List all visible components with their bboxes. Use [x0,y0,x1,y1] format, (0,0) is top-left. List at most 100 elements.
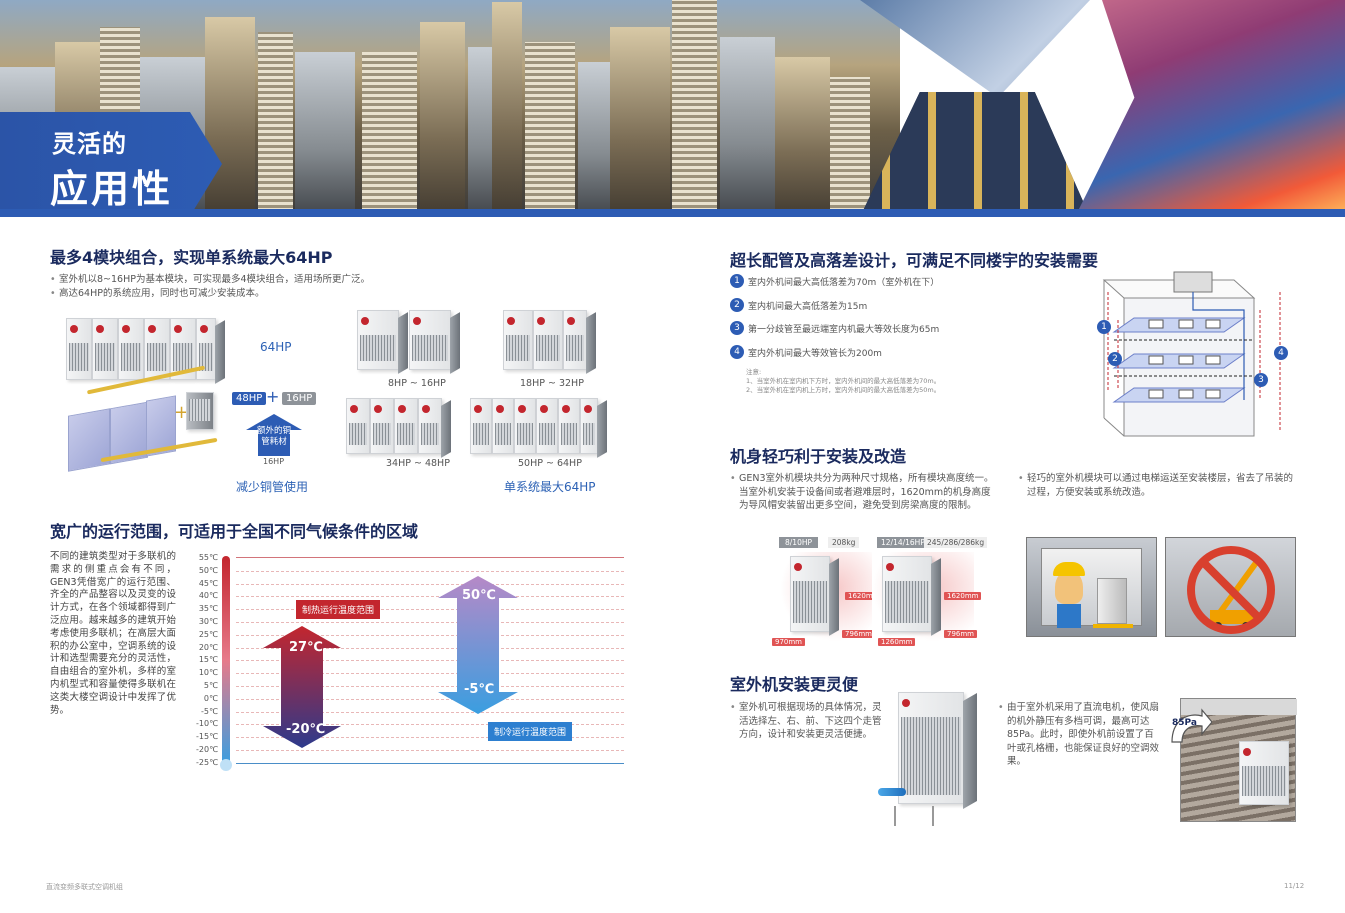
modules-bullets: 室外机以8~16HP为基本模块，可实现最多4模块组合，适用场所更广泛。 高达64… [50,273,670,300]
diagram-marker-4: 4 [1274,346,1288,360]
temperature-gridline [236,660,624,662]
pressure-label: 85Pa [1172,718,1197,728]
list-item: GEN3室外机模块共分为两种尺寸规格，所有模块高度统一。当室外机安装于设备间或者… [730,472,998,513]
outdoor-unit-image [898,692,977,810]
diagram-marker-2: 2 [1108,352,1122,366]
section-title-piping: 超长配管及高落差设计，可满足不同楼宇的安装需要 [730,251,1099,270]
unit2-depth: 796mm [944,630,977,638]
light-trails-image [1075,0,1345,217]
temperature-tick-label: 25℃ [198,629,218,639]
spec-number-badge: 3 [730,321,744,335]
temperature-tick-label: -15℃ [196,732,219,742]
spec1-weight: 208kg [828,537,860,548]
pressure-arrow-icon [1171,708,1212,743]
heating-range-label: 制热运行温度范围 [296,600,381,619]
unit1-height: 1620mm [845,592,883,600]
temperature-tick-label: 35℃ [198,604,218,614]
temperature-gridline [236,673,624,675]
temperature-gridline [236,596,624,598]
temperature-gridline [236,634,624,636]
compact-bullet-left: GEN3室外机模块共分为两种尺寸规格，所有模块高度统一。当室外机安装于设备间或者… [730,472,998,513]
thermometer-bar [222,556,230,764]
list-item: 由于室外机采用了直流电机，使风扇的机外静压有多档可调，最高可达85Pa。此时，即… [998,701,1160,769]
banner-divider [0,209,1345,217]
heating-range-arrow [263,626,341,748]
plus-sign: + [174,402,190,423]
page-title: 灵活的 应用性 [0,112,222,216]
section-title-range: 宽广的运行范围，可适用于全国不同气候条件的区域 [50,522,419,541]
temperature-tick-label: 40℃ [198,591,218,601]
temperature-gridline [236,686,624,687]
temperature-tick-label: -20℃ [196,745,219,754]
note-line: 注意: [746,368,762,376]
install-bullet-right: 由于室外机采用了直流电机，使风扇的机外静压有多档可调，最高可达85Pa。此时，即… [998,701,1160,769]
list-item: 室外机可根据现场的具体情况，灵活选择左、右、前、下这四个走管方向，设计和安装更灵… [730,701,890,742]
top-rule [236,557,624,558]
temperature-gridline [236,711,624,713]
unit-label-18-32: 18HP ~ 32HP [520,378,584,389]
spec-text: 室内外机间最大等效管长为200m [748,348,882,359]
unit1-width: 970mm [772,638,805,646]
temperature-tick-label: -25℃ [196,757,219,767]
cooling-bottom-value: -5℃ [464,682,495,697]
pipe-direction-arrow-icon [878,788,906,796]
install-bullet-left: 室外机可根据现场的具体情况，灵活选择左、右、前、下这四个走管方向，设计和安装更灵… [730,701,890,742]
spec-number-badge: 4 [730,344,744,359]
spec-text: 第一分歧管至最远端室内机最大等效长度为65m [748,325,940,335]
temperature-tick-label: -10℃ [196,719,219,729]
temperature-tick-label: 55℃ [198,553,218,562]
section-title-compact: 机身轻巧利于安装及改造 [730,447,907,466]
section-title-install: 室外机安装更灵便 [730,675,859,694]
diagram-marker-3: 3 [1254,373,1268,387]
unit1-depth: 796mm [842,630,875,638]
spec2-weight: 245/286/286kg [924,537,988,548]
caption-max-64hp: 单系统最大64HP [504,480,596,494]
piping-notes: 注意: 1、当室外机在室内机下方时，室内外机间的最大高低落差为70m。 2、当室… [746,368,940,395]
bottom-rule [236,763,624,764]
cooling-range-label: 制冷运行温度范围 [488,722,573,741]
temperature-tick-label: 15℃ [198,655,218,665]
thermometer-bulb [220,759,232,771]
label-64hp: 64HP [260,340,292,354]
temperature-gridline [236,724,624,726]
temperature-tick-label: -5℃ [201,706,218,716]
page-title-line1: 灵活的 [52,130,127,158]
no-crane-image [1165,537,1296,637]
cooling-top-value: 50℃ [462,588,496,603]
footer-page-number: 11/12 [1284,882,1305,890]
building-piping-diagram [1102,271,1281,437]
cooling-range-arrow [438,576,518,714]
temperature-gridline [236,750,624,751]
unit-label-8-16: 8HP ~ 16HP [388,378,446,389]
unit-label-34-48: 34HP ~ 48HP [386,458,450,469]
temperature-tick-label: 20℃ [198,642,218,652]
tag-16hp: 16HP [282,392,317,405]
compact-bullet-right: 轻巧的室外机模块可以通过电梯运送至安装楼层，省去了吊装的过程，方便安装或系统改造… [1018,472,1296,499]
label-16hp-small: 16HP [263,457,285,466]
caption-reduce-copper: 减少铜管使用 [236,480,309,494]
temperature-gridline [236,698,624,700]
temperature-gridline [236,583,624,585]
spec1-model: 8/10HP [779,537,819,548]
copper-arrow-text: 额外的铜管耗材 [256,426,291,447]
temperature-gridline [236,622,624,623]
page-title-line2: 应用性 [50,167,174,211]
footer-left: 直流变频多联式空调机组 [46,883,123,891]
spec2-model: 12/14/16HP [877,537,929,548]
temperature-gridline [236,737,624,739]
temperature-tick-label: 50℃ [198,565,218,575]
temperature-tick-label: 0℃ [203,693,218,703]
unit2-width: 1260mm [878,638,916,646]
section-title-modules: 最多4模块组合，实现单系统最大64HP [50,248,333,267]
note-line: 2、当室外机在室内机上方时，室内外机间的最大高低落差为50m。 [746,386,941,394]
unit-12-16hp [882,556,941,636]
spec-number-badge: 1 [730,274,744,288]
elevator-image [1026,537,1157,637]
heating-bottom-value: -20℃ [286,722,326,737]
note-line: 1、当室外机在室内机下方时，室内外机间的最大高低落差为70m。 [746,377,941,385]
tag-48hp: 48HP [232,392,267,405]
temperature-tick-label: 10℃ [198,668,218,678]
pipe-stand [894,806,934,826]
single-16hp-unit [186,392,214,430]
copper-arrow-icon [246,414,302,456]
